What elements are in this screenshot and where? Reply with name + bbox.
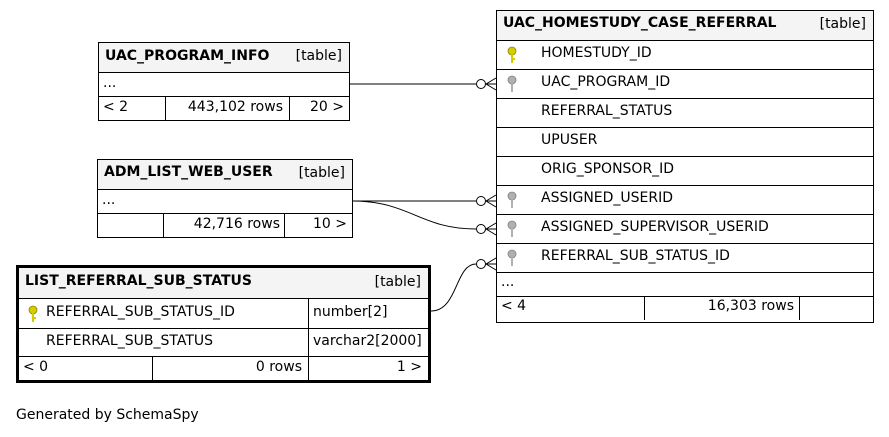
column-name: HOMESTUDY_ID	[541, 45, 652, 61]
column-row[interactable]: UPUSER	[497, 128, 873, 157]
column-row[interactable]: REFERRAL_SUB_STATUS_ID number[2]	[19, 299, 428, 329]
children-count[interactable]: 10 >	[313, 216, 347, 232]
table-uac-program-info[interactable]: UAC_PROGRAM_INFO [table] ... < 2 443,102…	[98, 42, 350, 121]
column-name: ORIG_SPONSOR_ID	[541, 161, 675, 177]
foreign-key-icon	[507, 249, 517, 266]
generated-by-note: Generated by SchemaSpy	[16, 407, 199, 423]
column-row[interactable]: HOMESTUDY_ID	[497, 41, 873, 70]
column-row[interactable]: ASSIGNED_USERID	[497, 186, 873, 215]
table-header: ADM_LIST_WEB_USER [table]	[98, 160, 352, 190]
list-item: ...	[98, 190, 352, 214]
children-count[interactable]: 20 >	[310, 99, 344, 115]
primary-key-icon	[28, 305, 38, 322]
primary-key-icon	[507, 46, 517, 63]
column-name: REFERRAL_SUB_STATUS	[46, 333, 214, 349]
table-footer: < 2 443,102 rows 20 >	[99, 97, 349, 120]
column-row[interactable]: REFERRAL_SUB_STATUS_ID	[497, 244, 873, 273]
table-adm-list-web-user[interactable]: ADM_LIST_WEB_USER [table] ... 42,716 row…	[97, 159, 353, 238]
table-kind: [table]	[374, 274, 421, 290]
table-footer: < 4 16,303 rows	[497, 297, 873, 320]
link-sub-status	[430, 263, 477, 312]
parents-count[interactable]: < 4	[501, 298, 527, 314]
table-kind: [table]	[298, 165, 345, 181]
foreign-key-icon	[507, 191, 517, 208]
column-type: number[2]	[313, 304, 388, 320]
list-item: ...	[497, 273, 873, 297]
column-row[interactable]: REFERRAL_SUB_STATUS varchar2[2000]	[19, 329, 428, 357]
table-header: LIST_REFERRAL_SUB_STATUS [table]	[19, 268, 428, 299]
foreign-key-icon	[507, 75, 517, 92]
row-count: 42,716 rows	[193, 216, 280, 232]
more-columns: ...	[501, 274, 515, 290]
column-name: UPUSER	[541, 132, 598, 148]
column-row[interactable]: REFERRAL_STATUS	[497, 99, 873, 128]
column-name: ASSIGNED_USERID	[541, 190, 674, 206]
table-header: UAC_PROGRAM_INFO [table]	[99, 43, 349, 73]
list-item: ...	[99, 73, 349, 97]
table-name: UAC_PROGRAM_INFO	[105, 48, 270, 64]
table-kind: [table]	[819, 16, 866, 32]
column-row[interactable]: UAC_PROGRAM_ID	[497, 70, 873, 99]
column-name: UAC_PROGRAM_ID	[541, 74, 671, 90]
children-count[interactable]: 1 >	[396, 359, 422, 375]
table-name: ADM_LIST_WEB_USER	[104, 164, 273, 180]
table-footer: 42,716 rows 10 >	[98, 214, 352, 237]
table-name: LIST_REFERRAL_SUB_STATUS	[25, 273, 252, 289]
row-count: 0 rows	[255, 359, 302, 375]
column-name: REFERRAL_SUB_STATUS_ID	[46, 304, 235, 320]
parents-count[interactable]: < 0	[23, 359, 49, 375]
parents-count[interactable]: < 2	[103, 99, 129, 115]
link-assigned-supervisor	[351, 200, 477, 230]
row-count: 16,303 rows	[707, 298, 794, 314]
row-count: 443,102 rows	[187, 99, 283, 115]
column-name: REFERRAL_SUB_STATUS_ID	[541, 248, 730, 264]
table-footer: < 0 0 rows 1 >	[19, 357, 428, 380]
column-name: ASSIGNED_SUPERVISOR_USERID	[541, 219, 769, 235]
column-type: varchar2[2000]	[313, 333, 422, 349]
column-row[interactable]: ASSIGNED_SUPERVISOR_USERID	[497, 215, 873, 244]
table-name: UAC_HOMESTUDY_CASE_REFERRAL	[503, 15, 777, 31]
column-row[interactable]: ORIG_SPONSOR_ID	[497, 157, 873, 186]
table-list-referral-sub-status[interactable]: LIST_REFERRAL_SUB_STATUS [table] REFERRA…	[16, 265, 431, 383]
table-uac-homestudy-case-referral[interactable]: UAC_HOMESTUDY_CASE_REFERRAL [table] HOME…	[496, 10, 874, 323]
column-name: REFERRAL_STATUS	[541, 103, 673, 119]
table-header: UAC_HOMESTUDY_CASE_REFERRAL [table]	[497, 11, 873, 41]
foreign-key-icon	[507, 220, 517, 237]
table-kind: [table]	[295, 48, 342, 64]
